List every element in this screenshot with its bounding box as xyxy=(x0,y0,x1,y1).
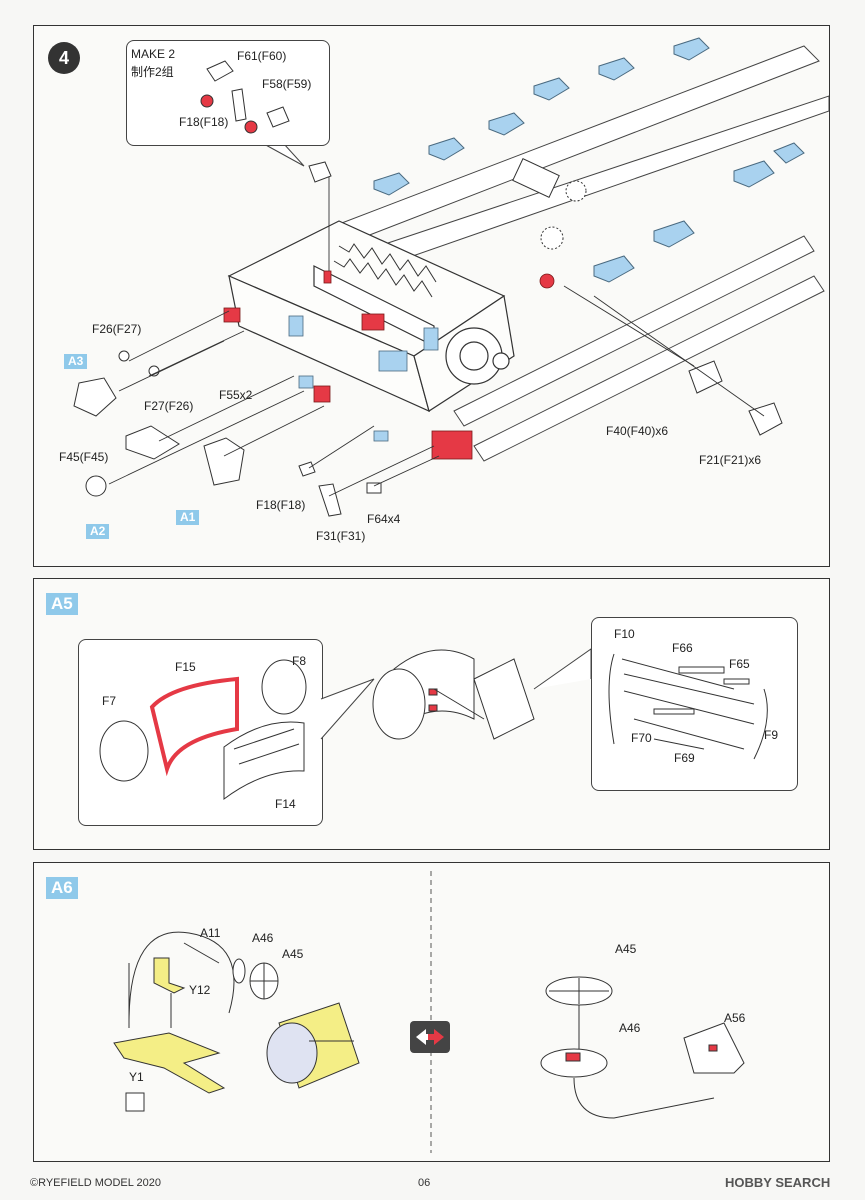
note-part-f61: F61(F60) xyxy=(237,49,287,63)
label-a46: A46 xyxy=(252,931,274,945)
a6-drawing xyxy=(113,871,745,1153)
label-a11: A11 xyxy=(200,926,221,940)
label-f70: F70 xyxy=(631,731,652,745)
note-make: MAKE 2 xyxy=(131,47,176,61)
label-f27: F27(F26) xyxy=(144,399,194,413)
label-f21: F21(F21)x6 xyxy=(699,453,762,467)
a6-panel: A6 xyxy=(33,862,830,1162)
label-f26: F26(F27) xyxy=(92,322,142,336)
a5-right-callout xyxy=(591,617,798,791)
blue-parts xyxy=(288,315,439,442)
footer-copyright: ©RYEFIELD MODEL 2020 xyxy=(30,1177,161,1189)
tag-a3: A3 xyxy=(64,354,88,369)
footer-page-number: 06 xyxy=(418,1177,431,1189)
a5-drawing xyxy=(99,648,768,800)
label-right-a56: A56 xyxy=(724,1011,746,1025)
step4-drawing xyxy=(73,37,829,517)
note-target-part xyxy=(308,161,332,183)
label-f64: F64x4 xyxy=(367,512,401,526)
label-f15: F15 xyxy=(175,660,196,674)
a6-tag: A6 xyxy=(46,877,78,899)
tag-a2: A2 xyxy=(86,524,110,539)
a5-tag: A5 xyxy=(46,593,78,615)
note-pointer xyxy=(263,143,305,167)
label-y1: Y1 xyxy=(129,1070,144,1084)
label-f55: F55x2 xyxy=(219,388,253,402)
label-f9: F9 xyxy=(764,728,779,742)
label-f45: F45(F45) xyxy=(59,450,109,464)
label-f31: F31(F31) xyxy=(316,529,366,543)
a5-panel: A5 xyxy=(33,578,830,850)
label-right-a46: A46 xyxy=(619,1021,641,1035)
drum-parts-exploded xyxy=(99,659,307,800)
loose-parts xyxy=(73,350,783,517)
step4-panel: 4 MAKE 2 制作2组 F61(F60) F58(F59) F18(F18)… xyxy=(33,25,830,567)
label-f66: F66 xyxy=(672,641,693,655)
make-two-note: MAKE 2 制作2组 F61(F60) F58(F59) F18(F18) xyxy=(126,40,330,146)
note-parts-drawing xyxy=(200,60,290,134)
swap-arrow-right xyxy=(428,1029,444,1045)
label-f65: F65 xyxy=(729,657,750,671)
sprocket xyxy=(445,327,510,385)
label-f8: F8 xyxy=(292,654,307,668)
upper-track xyxy=(332,45,829,267)
label-f18: F18(F18) xyxy=(256,498,306,512)
a6-left-parts xyxy=(113,931,360,1112)
top-plate xyxy=(512,158,560,198)
lower-track xyxy=(453,235,825,462)
hull-zigzag-1 xyxy=(338,243,437,283)
swap-arrow-left xyxy=(416,1029,434,1045)
note-part-f58: F58(F59) xyxy=(262,77,312,91)
note-make-cn: 制作2组 xyxy=(131,65,174,79)
label-f10: F10 xyxy=(614,627,635,641)
a6-right-parts xyxy=(540,976,745,1119)
suspension-units-top xyxy=(373,37,710,196)
label-right-a45: A45 xyxy=(615,942,637,956)
a5-right-pointer xyxy=(533,648,592,690)
label-f14: F14 xyxy=(275,797,296,811)
top-disc-2 xyxy=(540,226,564,250)
drum-assembly xyxy=(372,649,535,740)
a5-left-pointer xyxy=(320,678,375,740)
tag-a1: A1 xyxy=(176,510,200,525)
label-a45: A45 xyxy=(282,947,304,961)
cradle-parts xyxy=(608,653,768,760)
label-f69: F69 xyxy=(674,751,695,765)
step-number: 4 xyxy=(48,42,80,74)
hull-zigzag-2 xyxy=(333,258,433,298)
note-part-f18: F18(F18) xyxy=(179,115,229,129)
footer-watermark: HOBBY SEARCH xyxy=(725,1175,831,1190)
label-f7: F7 xyxy=(102,694,117,708)
hull xyxy=(227,220,515,413)
label-y12: Y12 xyxy=(189,983,211,997)
top-disc-1 xyxy=(565,180,587,202)
assembly-lines xyxy=(108,176,765,497)
label-f40: F40(F40)x6 xyxy=(606,424,669,438)
suspension-units-bottom xyxy=(593,142,805,283)
